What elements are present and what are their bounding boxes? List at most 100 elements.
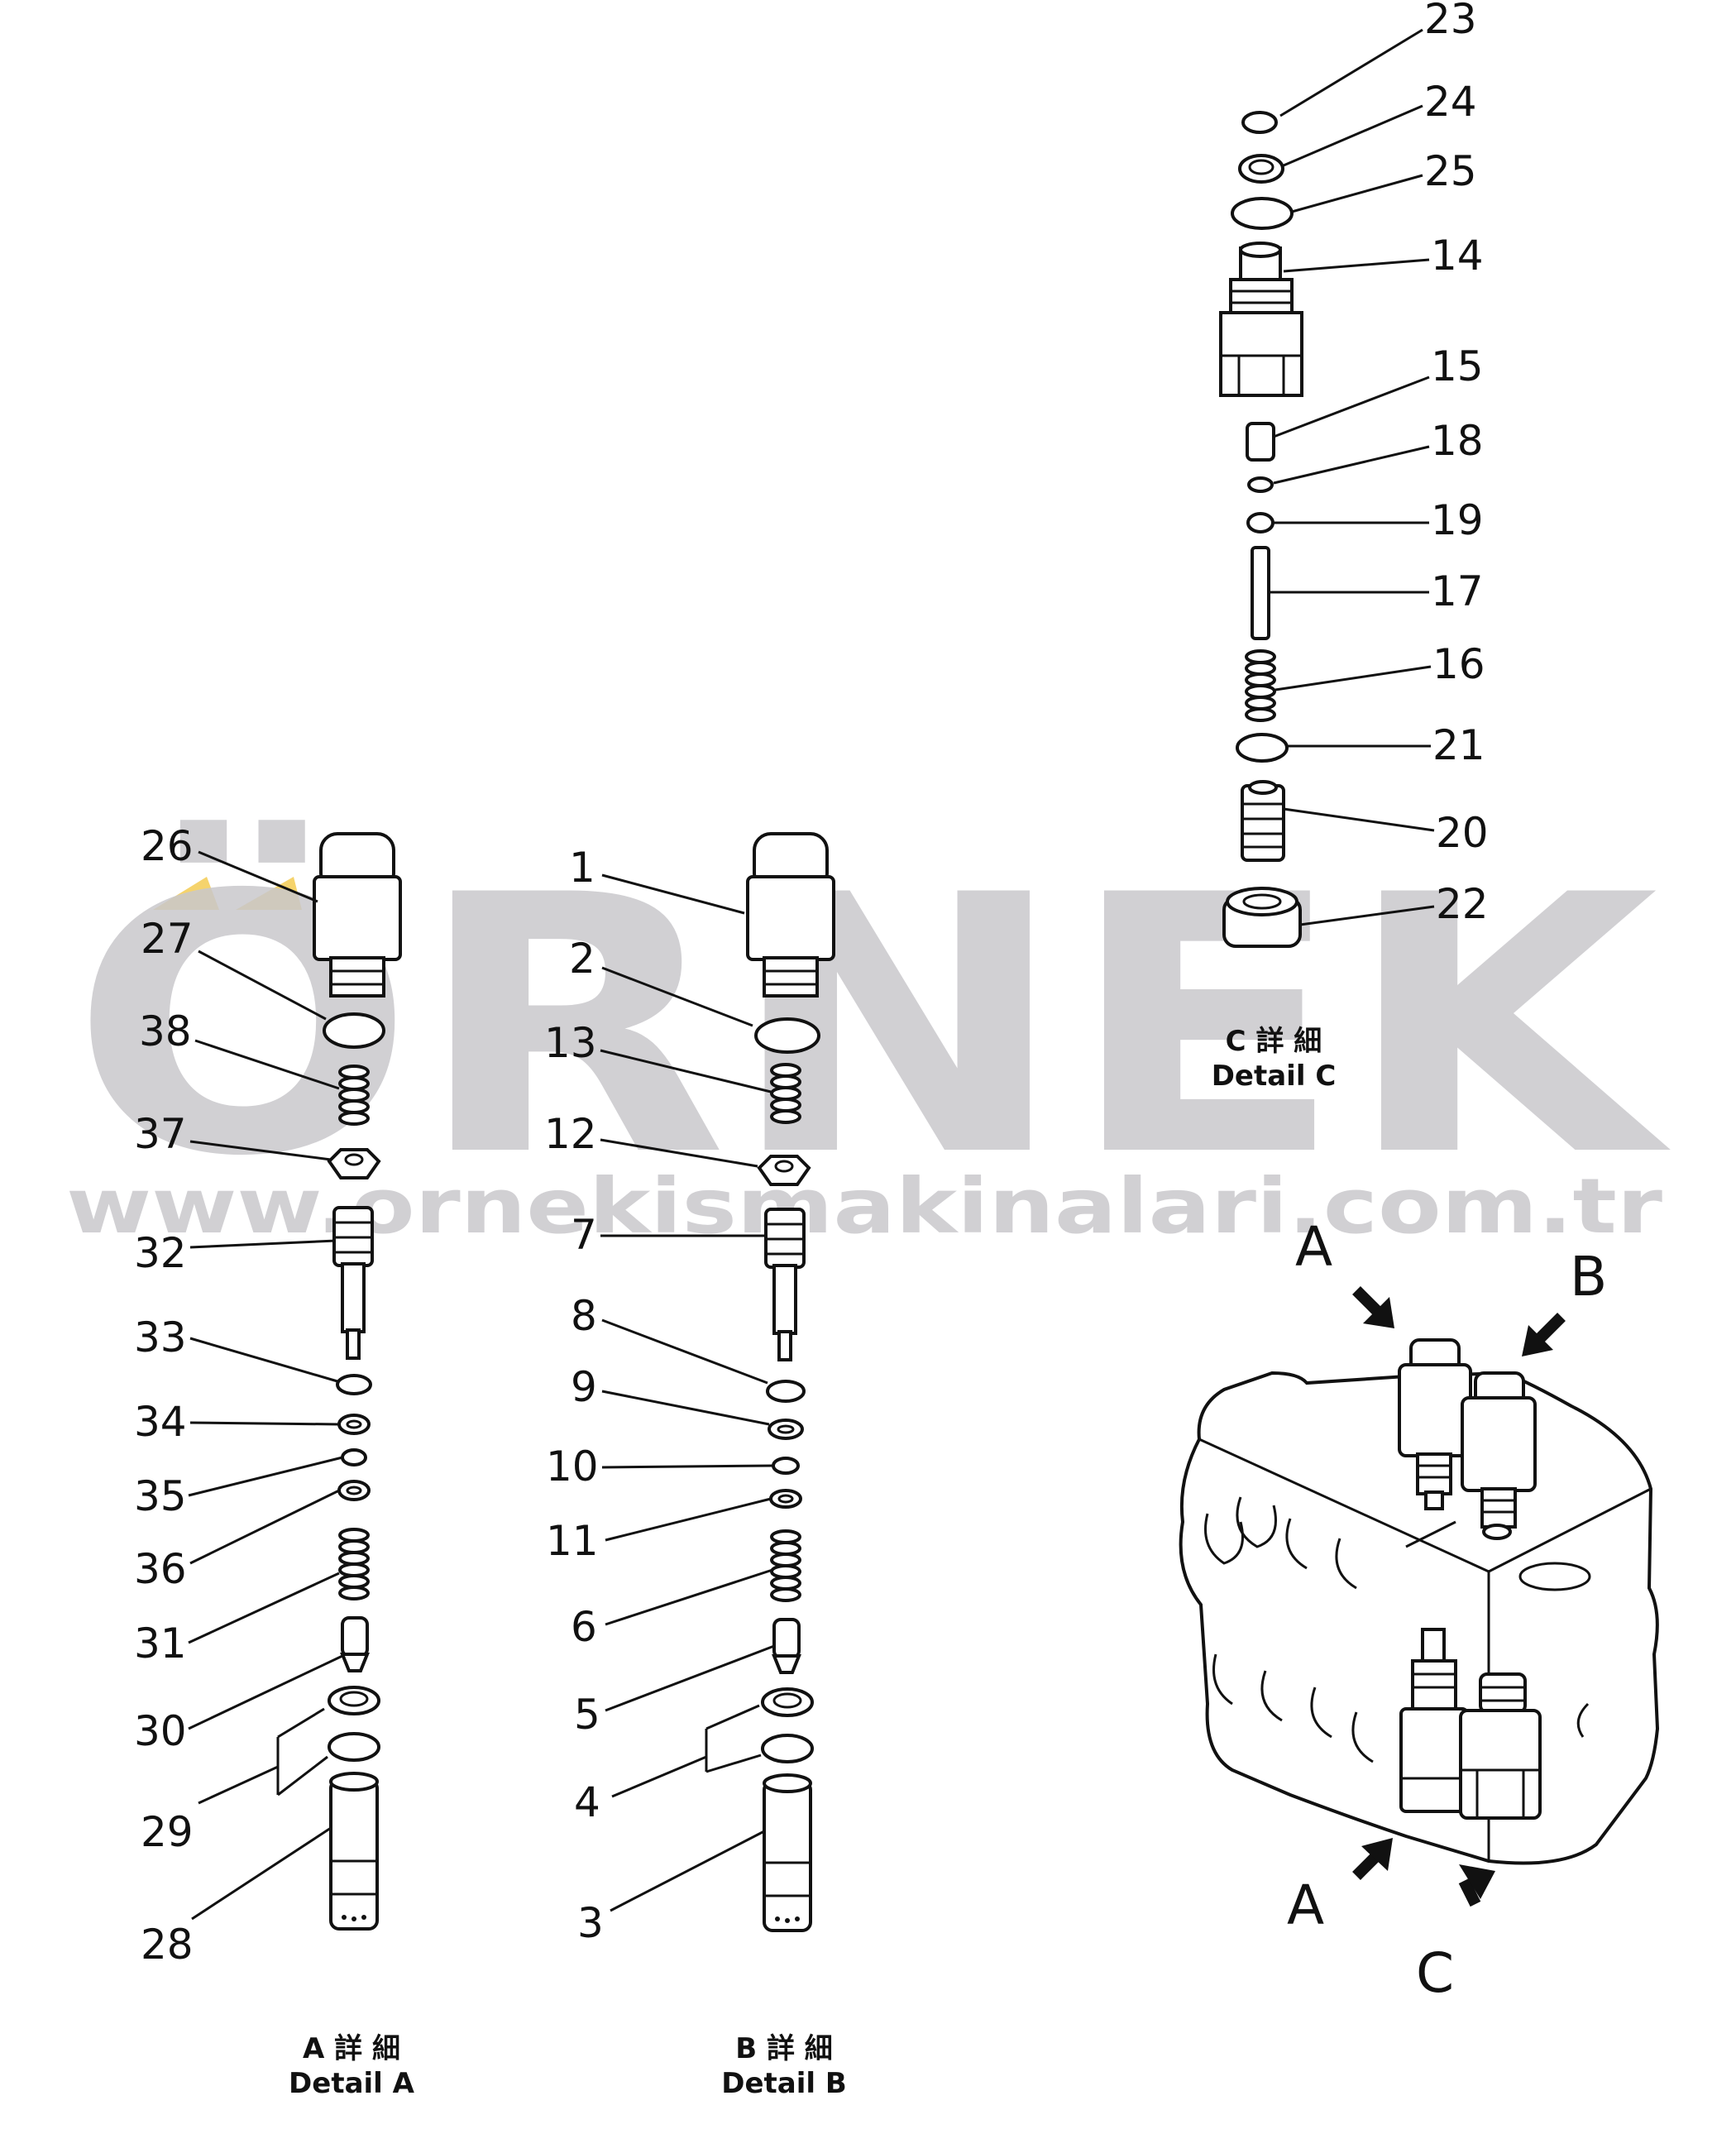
callout-21: 21: [1432, 721, 1485, 769]
callout-1: 1: [569, 844, 595, 892]
arrow-to-bottom-a: [1352, 1838, 1393, 1880]
part-17-pin: [1251, 546, 1270, 640]
part-9-ring: [768, 1419, 804, 1440]
callout-7: 7: [571, 1211, 597, 1259]
part-24-backup-ring: [1238, 154, 1284, 184]
callout-35: 35: [134, 1472, 187, 1520]
part-14-plug: [1219, 242, 1303, 397]
part-32-spool: [332, 1206, 374, 1360]
part-6-spring: [770, 1529, 801, 1602]
part-5-poppet: [772, 1618, 801, 1674]
part-7-spool: [764, 1208, 806, 1361]
part-8-ring: [766, 1380, 806, 1403]
callout-28: 28: [141, 1921, 194, 1969]
callout-16: 16: [1432, 640, 1485, 688]
callout-3: 3: [577, 1899, 604, 1947]
part-4-backup-ring: [761, 1687, 814, 1717]
part-16-spring: [1245, 649, 1276, 722]
watermark-accent-right: [236, 877, 302, 910]
valve-block-overview: A B A C: [1179, 1215, 1660, 2005]
part-3-sleeve: [763, 1773, 812, 1932]
callout-5: 5: [574, 1691, 600, 1739]
part-36-ring: [337, 1480, 371, 1501]
callout-34: 34: [134, 1398, 187, 1446]
part-11-ring: [769, 1489, 802, 1509]
arrow-to-bottom-c: [1458, 1864, 1495, 1907]
detail-a-assembly: 26 27 38 37 32 33 34 35 36 31 30 29 28 A…: [134, 822, 415, 2100]
part-15-piston: [1246, 422, 1275, 462]
callout-37: 37: [134, 1110, 187, 1158]
part-2-o-ring: [754, 1017, 820, 1054]
part-13-spring: [770, 1063, 801, 1124]
part-28-sleeve: [329, 1772, 379, 1931]
part-18-ring: [1247, 476, 1274, 493]
detail-c-assembly: 23 24 25 14 15 18 19 17 16 21 20 22 C 詳 …: [1212, 0, 1489, 1093]
part-29-backup-ring: [328, 1686, 380, 1715]
part-25-o-ring: [1231, 197, 1294, 230]
callout-17: 17: [1431, 567, 1484, 615]
part-37-nut: [327, 1148, 381, 1179]
part-23-o-ring: [1241, 111, 1278, 134]
callout-29: 29: [141, 1808, 194, 1856]
part-35-ring: [341, 1448, 367, 1467]
watermark-url: www.ornekismakinalari.com.tr: [66, 1162, 1663, 1251]
part-4-o-ring: [761, 1734, 814, 1763]
callout-26: 26: [141, 822, 194, 870]
callout-18: 18: [1431, 417, 1484, 465]
callout-22: 22: [1436, 880, 1489, 928]
callout-10: 10: [546, 1443, 599, 1490]
block-label-c-bottom: C: [1416, 1941, 1454, 2005]
watermark: ÖRNEK www.ornekismakinalari.com.tr: [66, 816, 1673, 1251]
watermark-accent-left: [153, 877, 219, 910]
callout-24: 24: [1424, 78, 1477, 126]
callout-20: 20: [1436, 809, 1489, 857]
block-valve-top-a: [1398, 1338, 1472, 1510]
part-29-o-ring: [328, 1732, 380, 1762]
callout-11: 11: [546, 1517, 599, 1565]
part-20-valve: [1241, 780, 1285, 862]
part-21-o-ring: [1236, 733, 1289, 763]
part-22-nut: [1222, 887, 1302, 948]
callout-36: 36: [134, 1545, 187, 1593]
part-38-spring: [338, 1065, 370, 1126]
callout-27: 27: [141, 915, 194, 963]
callout-14: 14: [1431, 232, 1484, 280]
detail-b-assembly: 1 2 13 12 7 8 9 10 11 6 5 4 3 B 詳 細 Deta…: [544, 832, 847, 2100]
block-label-a-bottom: A: [1287, 1873, 1324, 1937]
callout-25: 25: [1424, 147, 1477, 195]
callout-9: 9: [571, 1363, 597, 1411]
callout-15: 15: [1431, 342, 1484, 390]
part-10-ring: [772, 1457, 800, 1475]
callout-31: 31: [134, 1620, 187, 1667]
callout-8: 8: [571, 1292, 597, 1340]
part-19-seat: [1246, 512, 1275, 534]
callout-30: 30: [134, 1707, 187, 1755]
part-1-cap: [746, 832, 835, 998]
callout-2: 2: [569, 935, 595, 983]
arrow-to-top-a: [1352, 1286, 1394, 1328]
part-12-nut: [757, 1155, 811, 1186]
detail-b-caption-jp: B 詳 細: [735, 2032, 833, 2065]
block-label-a-top: A: [1295, 1215, 1332, 1279]
callout-19: 19: [1431, 496, 1484, 544]
detail-a-caption-en: Detail A: [289, 2067, 415, 2100]
callout-6: 6: [571, 1603, 597, 1651]
callout-12: 12: [544, 1110, 597, 1158]
detail-c-caption-en: Detail C: [1212, 1060, 1337, 1093]
callout-23: 23: [1424, 0, 1477, 43]
block-valve-bottom-c: [1459, 1672, 1542, 1820]
part-31-spring: [338, 1528, 370, 1600]
part-34-ring: [337, 1414, 371, 1435]
block-label-b-top: B: [1570, 1245, 1607, 1309]
block-valve-top-b: [1461, 1371, 1537, 1540]
detail-c-caption-jp: C 詳 細: [1226, 1025, 1322, 1058]
callout-4: 4: [574, 1778, 600, 1826]
callout-38: 38: [139, 1007, 192, 1055]
callout-33: 33: [134, 1313, 187, 1361]
detail-a-caption-jp: A 詳 細: [303, 2032, 400, 2065]
part-33-ring: [336, 1374, 372, 1395]
part-27-o-ring: [323, 1012, 385, 1049]
arrow-to-top-b: [1522, 1313, 1566, 1356]
callout-32: 32: [134, 1229, 187, 1277]
